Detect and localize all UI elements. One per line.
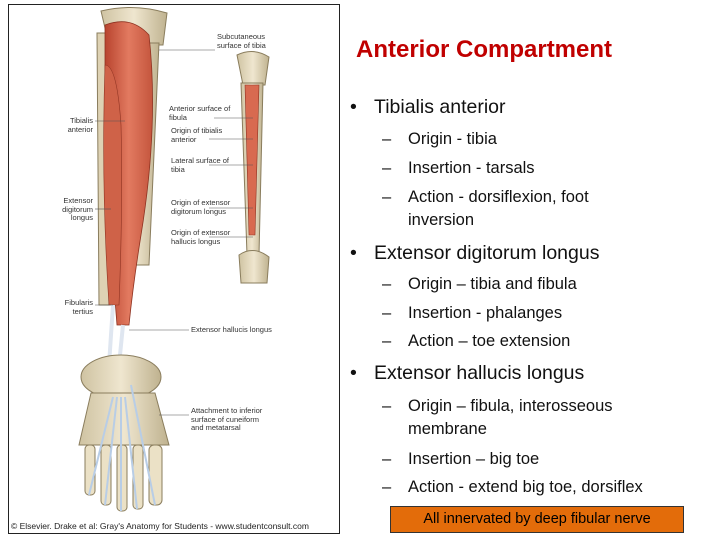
label-anterior-surface-fibula: Anterior surface of fibula	[169, 104, 231, 122]
bullet-text: Tibialis anterior	[374, 96, 506, 118]
sub-bullet-text: Origin – tibia and fibula	[408, 275, 577, 293]
sub-bullet-text: Origin - tibia	[408, 130, 497, 148]
bullet-tibialis-anterior: •Tibialis anterior	[350, 96, 506, 118]
leg-illustration	[78, 6, 270, 512]
sub-bullet: –Origin – fibula, interosseous membrane	[382, 395, 692, 441]
bullet-extensor-digitorum-longus: •Extensor digitorum longus	[350, 242, 600, 264]
sub-bullet: –Origin - tibia	[382, 130, 497, 148]
sub-bullet: –Origin – tibia and fibula	[382, 275, 577, 293]
label-extensor-hallucis-longus: Extensor hallucis longus	[191, 325, 272, 334]
bullet-extensor-hallucis-longus: •Extensor hallucis longus	[350, 362, 585, 384]
sub-bullet: –Action - dorsiflexion, foot inversion	[382, 186, 692, 232]
label-fibularis-tertius: Fibularis tertius	[64, 298, 93, 316]
label-attachment: Attachment to inferior surface of cuneif…	[191, 406, 263, 432]
sub-bullet: –Insertion - tarsals	[382, 159, 535, 177]
label-origin-tibialis: Origin of tibialis anterior	[171, 126, 223, 144]
sub-bullet-text: Insertion - phalanges	[408, 304, 563, 322]
bullet-text: Extensor hallucis longus	[374, 362, 585, 384]
label-origin-ehl: Origin of extensor hallucis longus	[171, 228, 231, 246]
anatomy-figure: Subcutaneous surface of tibia Anterior s…	[8, 4, 340, 534]
sub-bullet: –Action - extend big toe, dorsiflex	[382, 478, 643, 496]
sub-bullet-text: Action - dorsiflexion, foot inversion	[408, 188, 589, 229]
sub-bullet-text: Action – toe extension	[408, 332, 571, 350]
sub-bullet: –Insertion – big toe	[382, 450, 540, 468]
label-subcutaneous-surface: Subcutaneous surface of tibia	[217, 32, 266, 50]
label-extensor-digitorum-longus: Extensor digitorum longus	[62, 196, 93, 222]
bullet-text: Extensor digitorum longus	[374, 242, 600, 264]
figure-credit: © Elsevier. Drake et al: Gray's Anatomy …	[11, 521, 309, 531]
sub-bullet: –Action – toe extension	[382, 332, 571, 350]
innervation-note: All innervated by deep fibular nerve	[390, 506, 684, 533]
label-lateral-surface-tibia: Lateral surface of tibia	[171, 156, 229, 174]
sub-bullet-text: Insertion - tarsals	[408, 159, 535, 177]
sub-bullet-text: Insertion – big toe	[408, 450, 540, 468]
sub-bullet: –Insertion - phalanges	[382, 304, 563, 322]
sub-bullet-text: Origin – fibula, interosseous membrane	[408, 397, 613, 438]
label-origin-edl: Origin of extensor digitorum longus	[171, 198, 231, 216]
slide-title: Anterior Compartment	[356, 36, 613, 63]
sub-bullet-text: Action - extend big toe, dorsiflex	[408, 478, 643, 496]
label-tibialis-anterior: Tibialis anterior	[67, 116, 93, 134]
